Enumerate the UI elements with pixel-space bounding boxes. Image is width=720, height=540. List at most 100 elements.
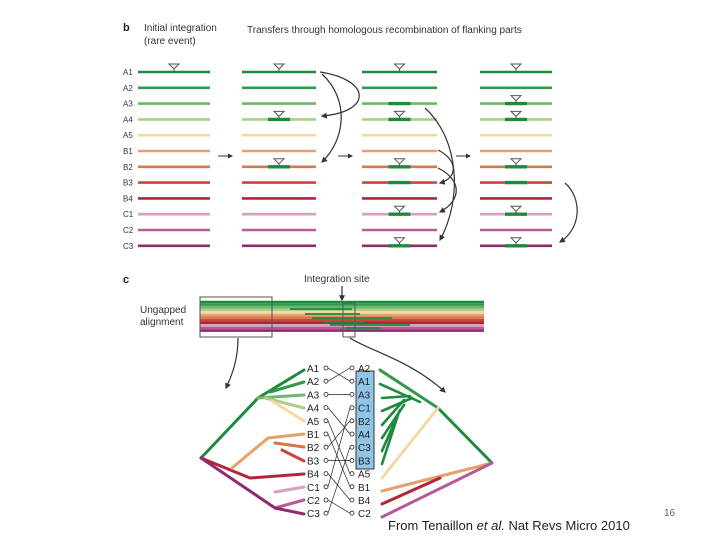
left-leaf-c2: C2 xyxy=(307,496,320,507)
genome-column-2 xyxy=(242,63,316,248)
right-leaf-b1: B1 xyxy=(358,483,371,494)
integration-marker xyxy=(509,205,523,212)
integration-marker xyxy=(393,158,406,165)
link-b2 xyxy=(327,420,351,448)
transfer-arrow-b2-b3 xyxy=(437,149,454,185)
left-leaf-node xyxy=(323,457,329,463)
panel-c-letter: c xyxy=(123,274,129,286)
right-leaf-node xyxy=(349,457,355,463)
left-leaf-b4: B4 xyxy=(307,470,320,481)
right-leaf-node xyxy=(349,391,355,397)
left-leaf-node xyxy=(323,444,329,450)
row-label-b1: B1 xyxy=(123,147,133,156)
left-leaf-node xyxy=(323,497,329,503)
left-leaf-node xyxy=(323,431,329,437)
panel-b-header-initial-line1: Initial integration xyxy=(144,23,217,34)
right-leaf-node xyxy=(349,444,355,450)
tree-branch xyxy=(378,368,440,410)
right-leaf-node xyxy=(349,418,355,424)
left-leaf-node xyxy=(323,484,329,490)
arrow-to-left-tree xyxy=(225,337,239,390)
tree-branch xyxy=(266,432,306,440)
right-leaf-node xyxy=(349,484,355,490)
integration-marker xyxy=(509,95,523,102)
right-leaf-c3: C3 xyxy=(358,443,371,454)
link-c3 xyxy=(327,447,351,514)
caption-before: From Tenaillon xyxy=(388,518,477,533)
right-leaf-node xyxy=(349,471,355,477)
link-c2 xyxy=(327,499,351,514)
left-leaf-node xyxy=(323,405,329,411)
figure-caption: From Tenaillon et al. Nat Revs Micro 201… xyxy=(388,518,630,533)
integration-marker xyxy=(509,63,523,70)
row-label-c3: C3 xyxy=(123,242,134,251)
link-b4 xyxy=(327,473,351,501)
tree-branch xyxy=(248,472,306,480)
integration-site-label: Integration site xyxy=(304,274,370,285)
tree-branch xyxy=(230,436,270,470)
right-leaf-node xyxy=(349,431,355,437)
right-leaf-node xyxy=(349,497,355,503)
left-leaf-a2: A2 xyxy=(307,377,320,388)
link-a2 xyxy=(327,367,351,382)
right-leaf-a4: A4 xyxy=(358,430,371,441)
tree-branch xyxy=(378,382,422,404)
tree-branch xyxy=(268,380,306,394)
tree-branch xyxy=(199,456,252,480)
arrow-to-right-tree xyxy=(349,337,446,393)
tree-branch xyxy=(199,456,277,510)
panel-b-letter: b xyxy=(123,22,130,34)
integration-marker xyxy=(272,158,286,165)
right-leaf-a5: A5 xyxy=(358,470,371,481)
left-leaf-b3: B3 xyxy=(307,456,320,467)
integration-clade-highlight xyxy=(355,370,375,470)
ungapped-label-line2: alignment xyxy=(140,317,184,328)
tree-branch xyxy=(380,398,406,427)
right-leaf-b2: B2 xyxy=(358,417,371,428)
tree-branch xyxy=(273,498,306,510)
row-label-c2: C2 xyxy=(123,226,134,235)
alignment-flank-box xyxy=(199,296,273,338)
tree-branch xyxy=(380,413,400,466)
tree-branch xyxy=(380,406,440,480)
tree-branch xyxy=(273,485,306,494)
tree-leaf-labels: A1A2A3A4A5B1B2B3B4C1C2C3A2A1A3C1B2A4C3B3… xyxy=(307,364,371,520)
right-leaf-b4: B4 xyxy=(358,496,371,507)
right-leaf-c2: C2 xyxy=(358,509,371,520)
tree-branch xyxy=(380,476,442,506)
integration-marker xyxy=(393,237,406,244)
ungapped-alignment xyxy=(200,300,484,332)
tree-branch xyxy=(256,368,306,400)
integration-marker xyxy=(509,158,523,165)
tanglegram-links xyxy=(327,367,351,514)
row-label-b3: B3 xyxy=(123,179,133,188)
left-leaf-b2: B2 xyxy=(307,443,320,454)
tree-branch xyxy=(380,394,412,400)
transfer-arrow-a1-a4 xyxy=(319,71,360,119)
left-leaf-c1: C1 xyxy=(307,483,320,494)
alignment-site-box xyxy=(342,302,356,338)
integration-marker xyxy=(272,63,286,70)
right-phylogenetic-tree xyxy=(378,368,494,519)
right-leaf-c1: C1 xyxy=(358,404,371,415)
caption-italic: et al. xyxy=(476,518,505,533)
row-label-c1: C1 xyxy=(123,210,134,219)
page-number: 16 xyxy=(664,508,676,519)
integration-marker xyxy=(393,110,406,118)
row-label-a5: A5 xyxy=(123,131,133,140)
left-phylogenetic-tree xyxy=(199,368,306,516)
panel-b-header-initial-line2: (rare event) xyxy=(144,36,196,47)
left-leaf-node xyxy=(323,365,329,371)
transfer-arrow-a4-c3 xyxy=(424,107,455,242)
ungapped-label-line1: Ungapped xyxy=(140,305,186,316)
left-leaf-node xyxy=(323,471,329,477)
integration-marker xyxy=(509,110,523,118)
row-label-a4: A4 xyxy=(123,115,133,124)
right-leaf-a3: A3 xyxy=(358,390,371,401)
panel-b-genomes xyxy=(138,63,552,248)
left-leaf-a4: A4 xyxy=(307,404,320,415)
left-leaf-c3: C3 xyxy=(307,509,320,520)
integration-marker xyxy=(393,63,406,70)
right-leaf-node xyxy=(349,365,355,371)
